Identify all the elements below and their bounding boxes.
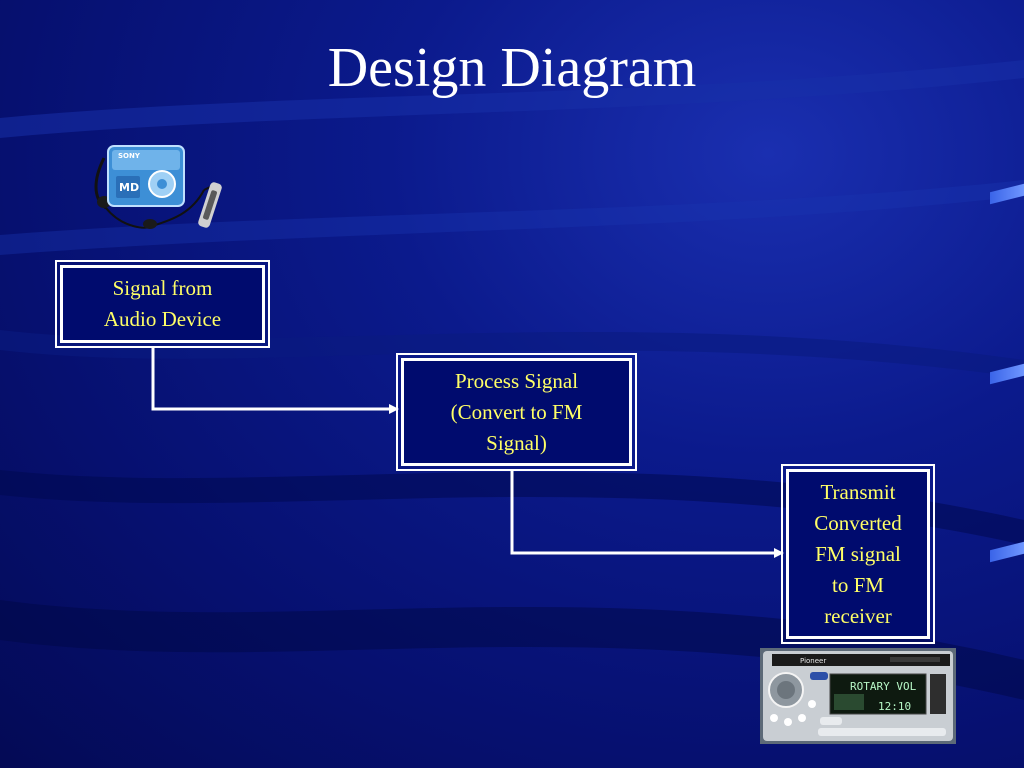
- node-label: Process Signal (Convert to FM Signal): [450, 368, 583, 455]
- node-transmit: Transmit Converted FM signal to FM recei…: [781, 464, 935, 644]
- node-label: Signal from Audio Device: [103, 276, 222, 331]
- brand-text: SONY: [118, 152, 141, 160]
- node-audio-source: Signal from Audio Device: [55, 260, 270, 348]
- minidisc-player-icon: SONY MD: [94, 145, 222, 229]
- node-process-signal: Process Signal (Convert to FM Signal): [396, 353, 637, 471]
- brand-text: Pioneer: [800, 657, 826, 665]
- display-text: ROTARY VOL: [850, 680, 917, 693]
- slide-title: Design Diagram: [327, 37, 697, 99]
- car-stereo-icon: Pioneer ROTARY VOL 12:10: [760, 648, 956, 744]
- md-badge: MD: [119, 181, 139, 194]
- edge-audio-to-process: [151, 346, 399, 414]
- clock-text: 12:10: [878, 700, 911, 713]
- edge-process-to-transmit: [510, 469, 784, 558]
- node-label: Transmit Converted FM signal to FM recei…: [814, 479, 902, 628]
